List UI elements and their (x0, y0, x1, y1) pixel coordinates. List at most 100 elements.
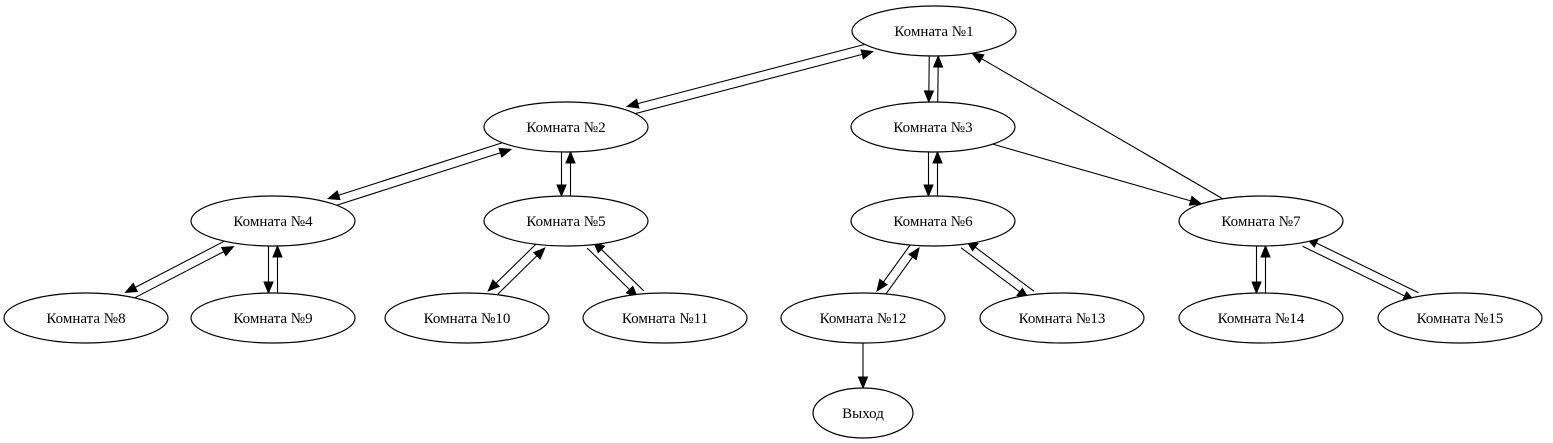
arrowhead-icon (532, 247, 546, 260)
node-label: Комната №9 (233, 311, 312, 327)
node-exit: Выход (812, 387, 914, 439)
node-ellipse (384, 292, 550, 344)
edge-r4-to-r2 (330, 147, 513, 208)
edge-line (586, 247, 631, 291)
node-label: Комната №14 (1218, 311, 1305, 327)
edge-line (1302, 245, 1405, 297)
node-ellipse (3, 292, 169, 344)
arrowhead-icon (860, 49, 875, 60)
node-label: Комната №7 (1221, 214, 1301, 230)
node-label: Комната №11 (622, 311, 708, 327)
node-ellipse (582, 292, 748, 344)
node-r4: Комната №4 (190, 195, 356, 247)
edge-line (338, 140, 509, 196)
node-label: Комната №8 (46, 311, 125, 327)
edge-r10-to-r5 (494, 247, 546, 298)
node-label: Комната №2 (526, 120, 605, 136)
node-r2: Комната №2 (483, 101, 649, 153)
arrowhead-icon (487, 279, 501, 292)
edge-line (1316, 242, 1419, 294)
node-ellipse (850, 195, 1016, 247)
node-r7: Комната №7 (1178, 195, 1344, 247)
arrowhead-icon (625, 98, 640, 109)
arrowhead-icon (326, 190, 341, 201)
arrowhead-icon (1260, 244, 1271, 258)
arrowhead-icon (263, 281, 274, 295)
node-ellipse (979, 292, 1145, 344)
node-r3: Комната №3 (850, 101, 1016, 153)
node-label: Комната №12 (820, 311, 907, 327)
node-ellipse (483, 195, 649, 247)
node-label: Комната №5 (526, 214, 605, 230)
edge-r6-to-r13 (960, 247, 1030, 300)
edge-line (960, 247, 1021, 293)
edge-r1-to-r3 (923, 55, 935, 104)
node-r5: Комната №5 (483, 195, 649, 247)
edge-line (992, 143, 1191, 202)
edges-layer (124, 42, 1419, 390)
arrowhead-icon (556, 184, 567, 198)
arrowhead-icon (124, 282, 139, 294)
arrowhead-icon (923, 184, 934, 198)
edge-line (629, 53, 863, 116)
edge-line (134, 238, 230, 288)
node-r9: Комната №9 (190, 292, 356, 344)
arrowhead-icon (923, 90, 935, 104)
arrowhead-icon (498, 147, 513, 158)
arrowhead-icon (1188, 195, 1203, 206)
edge-r3-to-r1 (932, 54, 944, 103)
edge-line (882, 242, 913, 283)
arrowhead-icon (876, 278, 888, 293)
edge-line (637, 42, 871, 105)
arrowhead-icon (1251, 281, 1262, 295)
node-label: Выход (842, 406, 884, 422)
edge-r12-to-r6 (883, 246, 920, 297)
node-label: Комната №3 (893, 120, 972, 136)
node-r6: Комната №6 (850, 195, 1016, 247)
node-label: Комната №10 (424, 311, 511, 327)
node-ellipse (851, 5, 1017, 57)
edge-line (494, 255, 538, 298)
node-ellipse (780, 292, 946, 344)
edge-r8-to-r4 (129, 245, 235, 301)
node-ellipse (483, 101, 649, 153)
node-r10: Комната №10 (384, 292, 550, 344)
node-r1: Комната №1 (851, 5, 1017, 57)
edge-r7-to-r1 (970, 52, 1224, 200)
edge-r3-to-r6 (923, 152, 934, 198)
edge-r3-to-r7 (992, 143, 1203, 206)
edge-line (981, 58, 1224, 200)
node-ellipse (812, 387, 914, 439)
node-r13: Комната №13 (979, 292, 1145, 344)
node-ellipse (190, 292, 356, 344)
arrowhead-icon (932, 150, 943, 164)
node-ellipse (1178, 292, 1344, 344)
edge-r6-to-r3 (932, 150, 943, 196)
node-r11: Комната №11 (582, 292, 748, 344)
edge-line (974, 246, 1035, 292)
edge-line (600, 248, 645, 292)
arrowhead-icon (932, 54, 944, 68)
node-ellipse (1178, 195, 1344, 247)
node-ellipse (190, 195, 356, 247)
edge-r2-to-r5 (556, 152, 567, 198)
edge-r4-to-r9 (263, 246, 274, 295)
edge-r5-to-r2 (565, 150, 576, 196)
edge-line (495, 241, 539, 284)
edge-r11-to-r5 (592, 240, 645, 292)
node-ellipse (850, 101, 1016, 153)
edge-r6-to-r12 (876, 242, 913, 293)
node-ellipse (1377, 292, 1543, 344)
edge-r15-to-r7 (1305, 237, 1419, 294)
edge-r9-to-r4 (272, 244, 283, 293)
edge-r5-to-r11 (586, 247, 639, 299)
node-label: Комната №4 (233, 214, 313, 230)
arrowhead-icon (908, 246, 920, 261)
edge-r7-to-r14 (1251, 246, 1262, 295)
edge-r1-to-r2 (625, 42, 871, 109)
node-r15: Комната №15 (1377, 292, 1543, 344)
edge-r14-to-r7 (1260, 244, 1271, 293)
edge-r13-to-r6 (965, 239, 1035, 292)
edge-r5-to-r10 (487, 241, 539, 292)
